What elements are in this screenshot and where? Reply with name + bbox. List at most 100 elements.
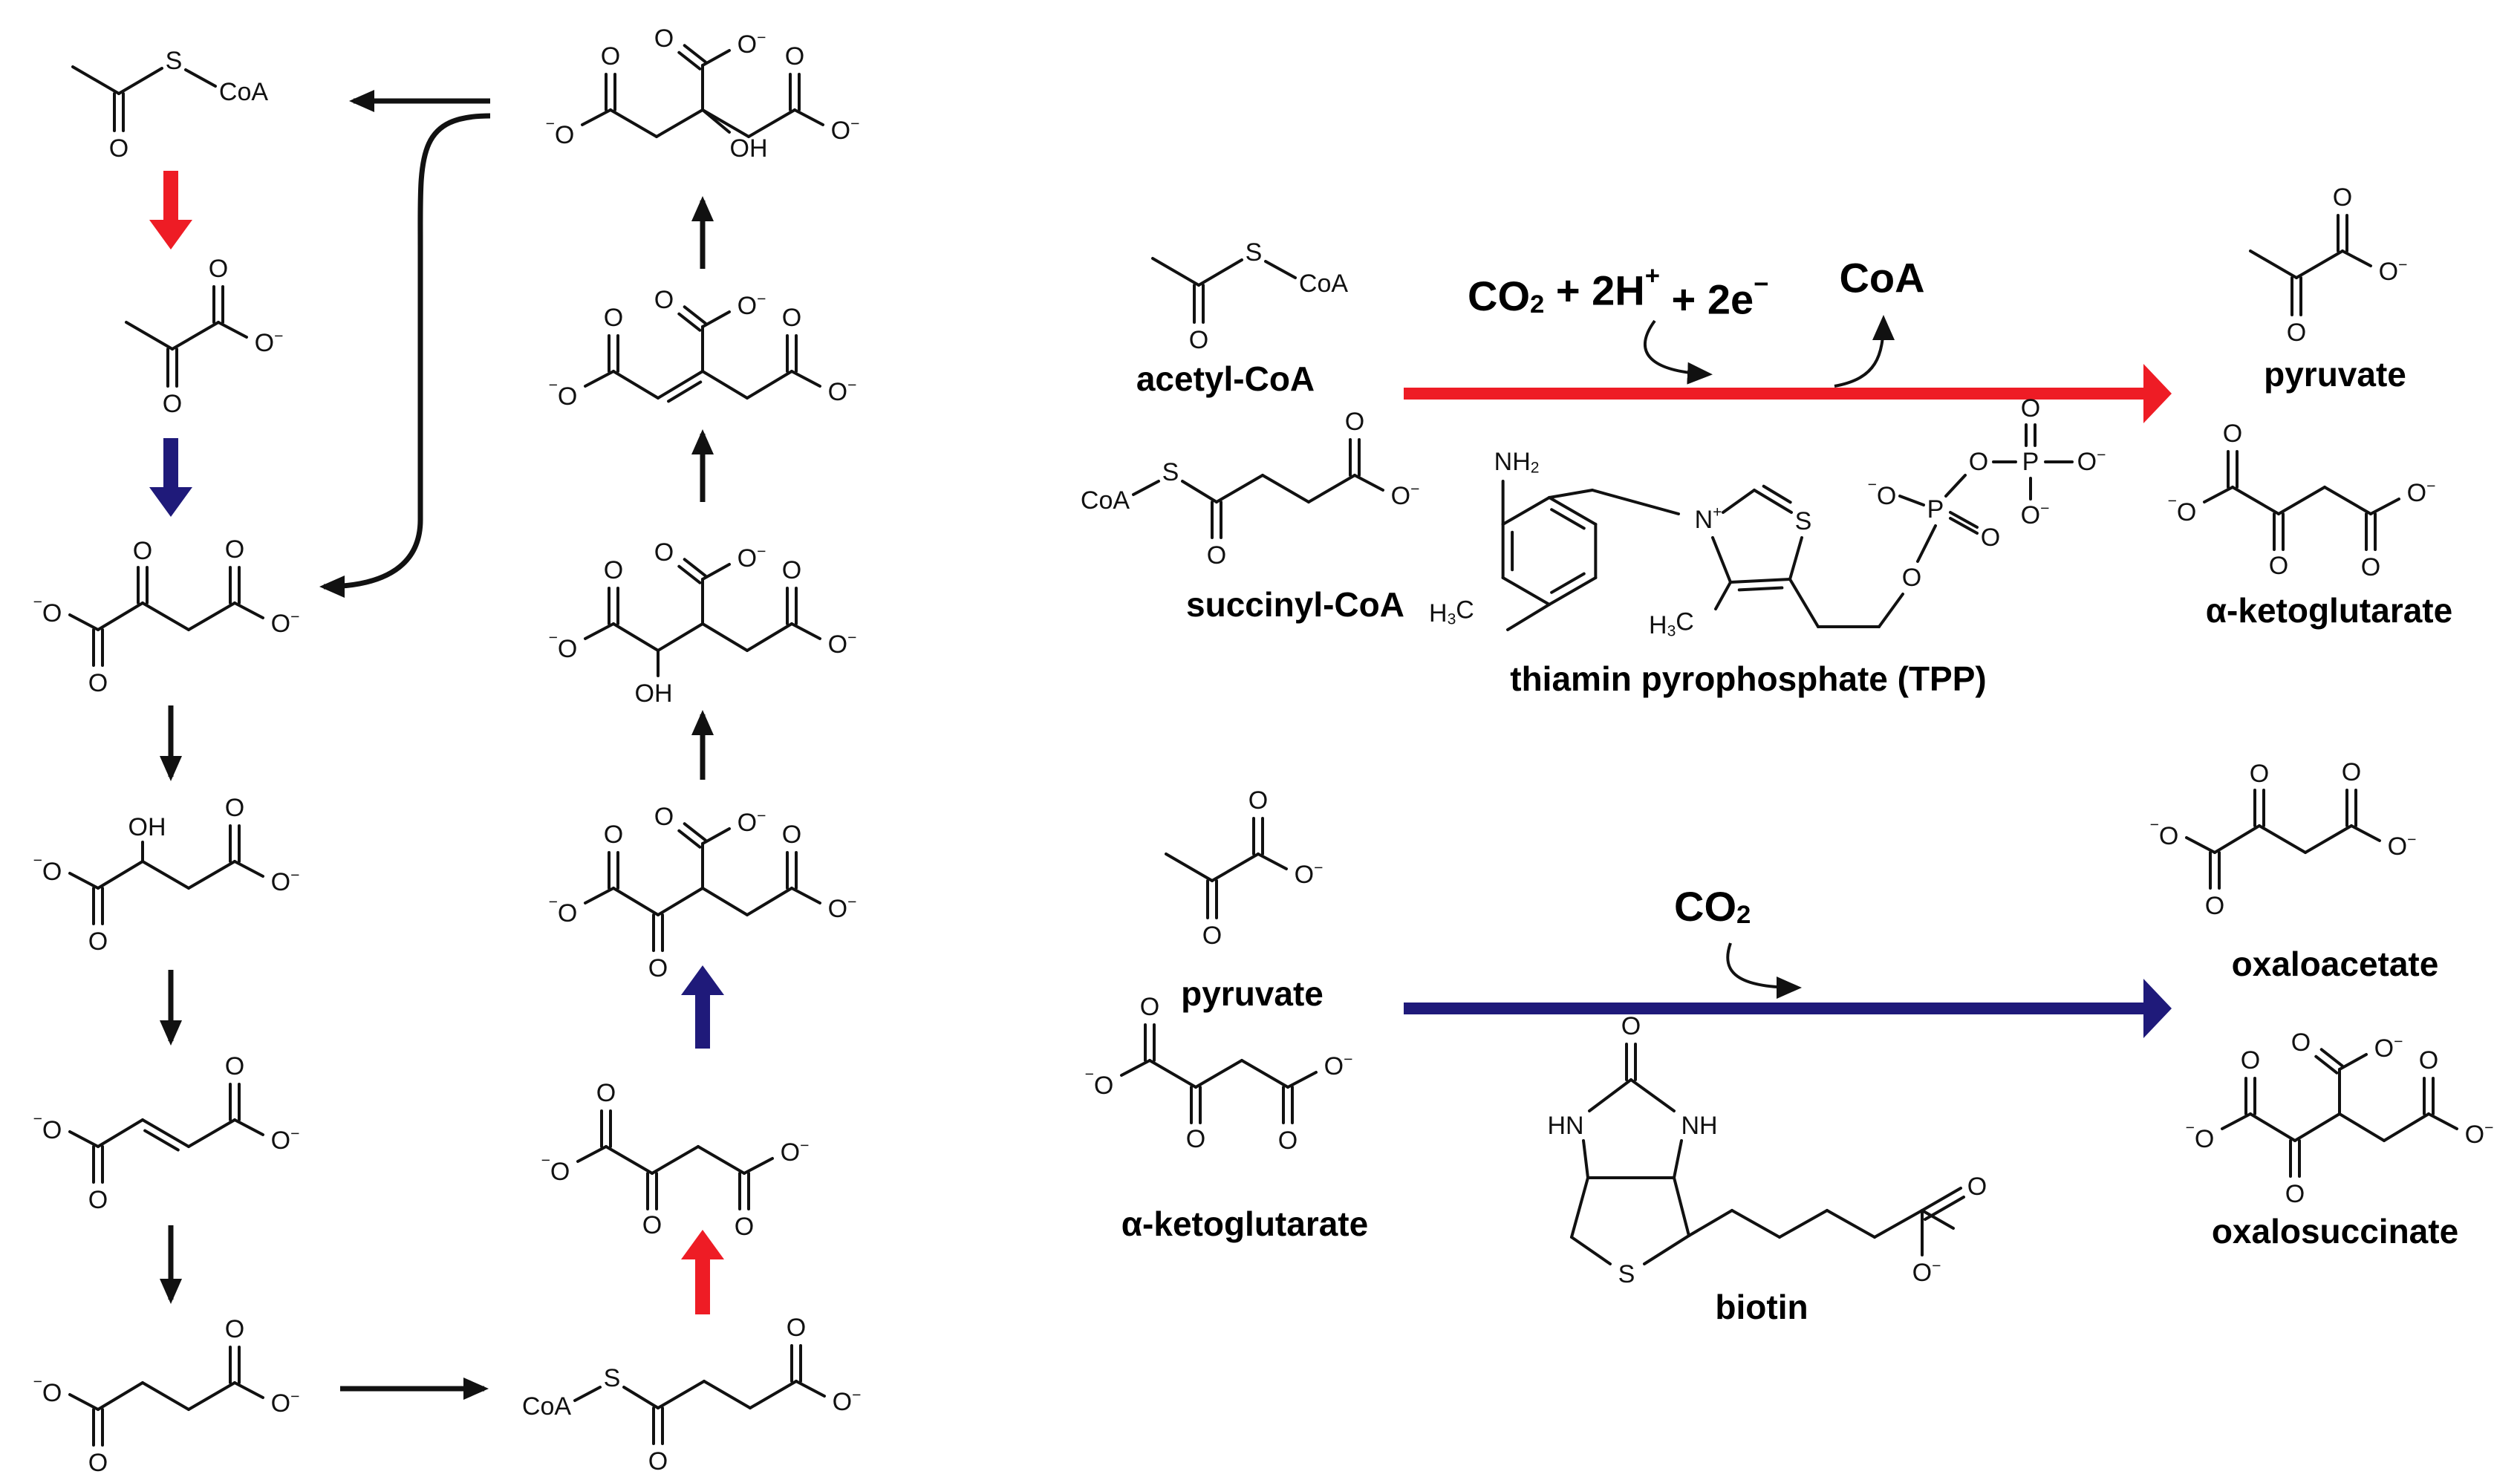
anion-oxygen: O− <box>2465 1119 2494 1149</box>
carbonyl-oxygen: O <box>225 1315 244 1343</box>
text-co2-2h-2e: CO2 + 2H+ + 2e− <box>1468 261 1768 322</box>
carbonyl-oxygen: O <box>642 1211 662 1239</box>
label-succinyl-coa: succinyl-CoA <box>1186 585 1404 624</box>
anion-oxygen: O− <box>271 867 300 896</box>
anion-oxygen: O− <box>2388 831 2417 861</box>
anion-oxygen: −O <box>549 376 578 411</box>
anion-oxygen: −O <box>1085 1066 1114 1100</box>
anion-oxygen: −O <box>549 893 578 928</box>
carbonyl-oxygen: O <box>2342 758 2361 786</box>
label-pyruvate: pyruvate <box>1181 974 1324 1013</box>
anion-oxygen: O− <box>2407 477 2436 507</box>
anion-oxygen: O− <box>833 1386 862 1416</box>
carbonyl-oxygen: O <box>1345 408 1364 436</box>
carbonyl-oxygen: O <box>782 304 801 332</box>
carbonyl-oxygen: O <box>2223 420 2242 448</box>
hydroxyl-group: OH <box>128 813 166 841</box>
anion-oxygen: O− <box>2077 446 2106 476</box>
label-pyruvate: pyruvate <box>2264 355 2406 394</box>
top-reaction-inputs: CO2 + 2H+ + 2e− <box>1468 261 1768 322</box>
anion-oxygen: O− <box>1295 859 1324 889</box>
blue-arrow-step-1 <box>149 438 192 517</box>
ester-oxygen: O <box>1902 564 1921 592</box>
sulfur-atom: S <box>1246 238 1263 267</box>
carbonyl-oxygen: O <box>601 42 620 71</box>
label-oxalosuccinate: oxalosuccinate <box>2212 1212 2458 1251</box>
anion-oxygen: −O <box>1868 476 1897 510</box>
anion-oxygen: O− <box>2374 1033 2403 1063</box>
label-oxaloacetate: oxaloacetate <box>2232 945 2439 983</box>
label-alpha-ketoglutarate: α-ketoglutarate <box>1121 1204 1368 1243</box>
carbonyl-oxygen: O <box>654 25 674 53</box>
blue-reaction-arrow <box>1404 979 2172 1038</box>
phosphoryl-oxygen: O <box>2021 394 2040 423</box>
label-alpha-ketoglutarate: α-ketoglutarate <box>2206 591 2452 630</box>
coa-label: CoA <box>219 78 268 106</box>
anion-oxygen: O− <box>271 1125 300 1155</box>
carbonyl-oxygen: O <box>648 1447 668 1476</box>
sulfur-atom: S <box>604 1364 621 1392</box>
anion-oxygen: O− <box>1324 1051 1353 1080</box>
carbonyl-oxygen: O <box>2419 1046 2438 1075</box>
carbonyl-oxygen: O <box>88 928 108 956</box>
carbonyl-oxygen: O <box>648 954 668 982</box>
carbonyl-oxygen: O <box>225 1052 244 1080</box>
top-product-pyruvate: OOO−pyruvate <box>2249 183 2407 394</box>
anion-oxygen: −O <box>2186 1119 2215 1153</box>
cycle-pyruvate: OOO− <box>125 255 284 418</box>
carbonyl-oxygen: O <box>2361 553 2380 581</box>
carbonyl-oxygen: O <box>225 794 244 822</box>
thiophane-sulfur: S <box>1618 1260 1635 1288</box>
phosphorus-atom: P <box>1927 495 1944 524</box>
carbonyl-oxygen: O <box>2333 183 2352 212</box>
methyl-group: H3C <box>1649 607 1694 639</box>
carbonyl-oxygen: O <box>604 556 623 584</box>
carbonyl-oxygen: O <box>133 537 152 565</box>
carbonyl-oxygen: O <box>604 821 623 849</box>
anion-oxygen: O− <box>828 893 857 923</box>
anion-oxygen: O− <box>828 376 857 406</box>
ureido-oxygen: O <box>1621 1012 1641 1040</box>
carbonyl-oxygen: O <box>2250 760 2269 788</box>
text-coa-released: CoA <box>1839 255 1924 301</box>
red-arrow-step-1 <box>149 171 192 250</box>
red-arrow-step-2 <box>681 1230 724 1314</box>
anion-oxygen: O− <box>255 327 284 357</box>
text-co2: CO2 <box>1674 883 1751 930</box>
anion-oxygen: −O <box>33 593 62 627</box>
red-reaction-arrow <box>1404 364 2172 423</box>
anion-oxygen: O− <box>271 608 300 638</box>
anion-oxygen: −O <box>549 629 578 663</box>
hydroxyl-group: OH <box>635 679 673 708</box>
carbonyl-oxygen: O <box>782 556 801 584</box>
phosphoryl-oxygen: O <box>1981 524 2000 552</box>
carbonyl-oxygen: O <box>654 538 674 567</box>
anion-oxygen: O− <box>738 29 766 59</box>
label-cofactor-biotin: biotin <box>1715 1288 1808 1326</box>
thiazolium-nitrogen: N+ <box>1695 503 1722 534</box>
ureido-nh: NH <box>1681 1112 1717 1140</box>
hydroxyl-group: OH <box>730 134 768 163</box>
anion-oxygen: O− <box>738 543 766 573</box>
anion-oxygen: O− <box>738 807 766 837</box>
label-cofactor-tpp: thiamin pyrophosphate (TPP) <box>1510 659 1986 698</box>
anion-oxygen: −O <box>2168 492 2197 527</box>
carbonyl-oxygen: O <box>2291 1028 2311 1057</box>
carbonyl-oxygen: O <box>604 304 623 332</box>
sulfur-atom: S <box>166 47 183 75</box>
carbonyl-oxygen: O <box>1140 993 1159 1021</box>
